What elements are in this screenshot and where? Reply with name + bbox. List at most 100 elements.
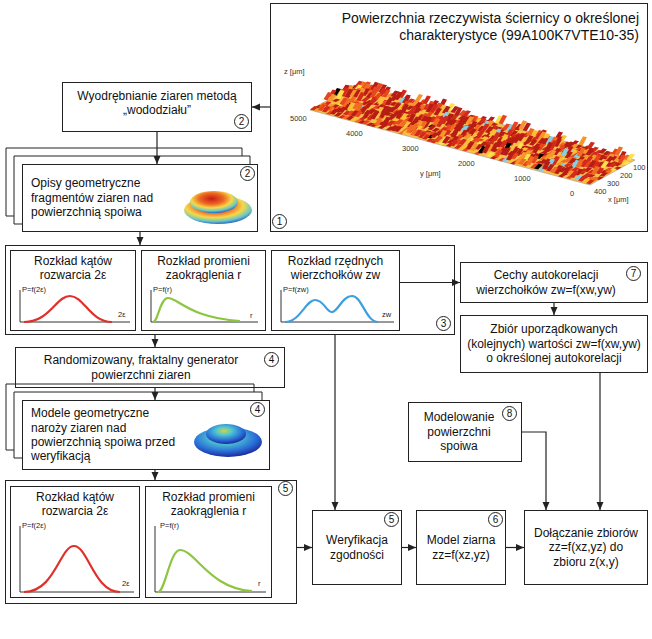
plot-axis-label: 400 bbox=[594, 188, 607, 196]
surface-cell bbox=[347, 102, 356, 110]
arrow-connector bbox=[334, 335, 335, 510]
axis-label: P=f(2ε) bbox=[22, 286, 46, 294]
arrow-connector bbox=[252, 106, 270, 107]
callout-number: 2 bbox=[240, 166, 255, 181]
process-box: Dołączanie zbiorów zz=f(xz,yz) do zbioru… bbox=[524, 510, 648, 585]
arrow-connector bbox=[553, 303, 554, 315]
callout-number: 7 bbox=[626, 266, 641, 281]
box-text: Opisy geometryczne fragmentów ziaren nad… bbox=[31, 176, 165, 219]
process-box: Rozkład kątów rozwarcia 2ε bbox=[10, 486, 140, 598]
surface-cell bbox=[382, 117, 391, 127]
arrow-connector bbox=[154, 388, 155, 400]
axis-label: r bbox=[258, 580, 261, 588]
surface-cell bbox=[382, 89, 391, 97]
callout-number: 4 bbox=[264, 352, 279, 367]
surface-cell bbox=[454, 107, 463, 116]
surface-cell bbox=[506, 152, 515, 160]
surface-cell bbox=[618, 155, 627, 164]
box-text: Weryfikacja zgodności bbox=[319, 533, 395, 562]
axis-label: 2ε bbox=[122, 580, 130, 588]
box-text: Model ziarna zz=f(xz,yz) bbox=[423, 533, 499, 562]
box-text: Rozkład promieni zaokrąglenia r bbox=[148, 254, 259, 283]
surface-cell bbox=[436, 120, 445, 128]
process-box: Opisy geometryczne fragmentów ziaren nad… bbox=[22, 164, 258, 232]
box-text: Wyodrębnianie ziaren metodą „wododziału” bbox=[71, 89, 243, 118]
axis-label: P=f(2ε) bbox=[22, 522, 46, 530]
surface-cell bbox=[627, 154, 636, 161]
callout-number: 1 bbox=[272, 214, 287, 229]
plot-axis-label: 1000 bbox=[514, 175, 531, 183]
surface-cell bbox=[545, 142, 554, 152]
callout-number: 4 bbox=[250, 402, 265, 417]
box-text: Randomizowany, fraktalny generator powie… bbox=[22, 353, 260, 382]
process-box: Cechy autokorelacji wierzchołków zw=f(xw… bbox=[460, 262, 648, 303]
surface-cell bbox=[510, 122, 519, 132]
axis-label: r bbox=[250, 312, 253, 320]
arrow-connector bbox=[522, 432, 546, 510]
surface-cell bbox=[577, 148, 586, 157]
surface-cell bbox=[355, 111, 364, 118]
surface-cell bbox=[394, 126, 403, 132]
callout-number: 8 bbox=[502, 406, 517, 421]
surface-cell bbox=[336, 90, 345, 99]
plot-axis-label: y [μm] bbox=[420, 170, 441, 178]
surface-cell bbox=[591, 166, 600, 175]
axis-label: 2ε bbox=[118, 311, 126, 319]
surface-cell bbox=[562, 167, 571, 175]
surface-cell bbox=[450, 140, 459, 147]
plot-axis-label: 2000 bbox=[458, 160, 475, 168]
box-text: Powierzchnia rzeczywista ściernicy o okr… bbox=[341, 10, 639, 44]
arrow-connector bbox=[139, 232, 140, 245]
surface-cell bbox=[622, 161, 631, 165]
box-text: Cechy autokorelacji wierzchołków zw=f(xw… bbox=[467, 268, 625, 297]
chart-axes bbox=[20, 290, 394, 592]
process-box: Rozkład promieni zaokrąglenia r bbox=[145, 486, 272, 598]
surface-cell bbox=[374, 119, 383, 126]
surface-cell bbox=[379, 109, 388, 118]
callout-number: 2 bbox=[234, 114, 249, 129]
arrow-connector bbox=[400, 282, 460, 283]
callout-number: 6 bbox=[488, 512, 503, 527]
box-text: Rozkład kątów rozwarcia 2ε bbox=[17, 490, 133, 519]
surface-cell bbox=[609, 162, 618, 167]
plot-axis-label: 5000 bbox=[290, 115, 307, 123]
box-text: Rozkład rzędnych wierzchołków zw bbox=[278, 254, 393, 283]
axis-label: P=f(r) bbox=[160, 522, 179, 530]
surface-cell bbox=[579, 136, 588, 146]
surface-cell bbox=[385, 97, 394, 106]
surface-cell bbox=[532, 146, 541, 153]
group-frame: Rozkład kątów rozwarcia 2ε Rozkład promie… bbox=[5, 245, 455, 335]
axis-label: zw bbox=[382, 311, 391, 319]
surface-cell bbox=[482, 144, 491, 153]
surface-cell bbox=[357, 92, 366, 101]
surface-cell bbox=[554, 167, 563, 174]
surface-cell bbox=[422, 134, 431, 140]
surface-cell bbox=[494, 150, 503, 158]
callout-number: 3 bbox=[436, 316, 451, 331]
process-box: Randomizowany, fraktalny generator powie… bbox=[15, 347, 285, 388]
surface-cell bbox=[586, 180, 595, 185]
surface-cell bbox=[600, 172, 609, 177]
surface-plot bbox=[310, 81, 635, 185]
box-text: Rozkład promieni zaokrąglenia r bbox=[152, 490, 265, 519]
plot-axis-label: 300 bbox=[607, 180, 620, 188]
box-text: Zbiór uporządkowanych (kolejnych) wartoś… bbox=[467, 322, 641, 365]
surface-cell bbox=[409, 106, 418, 115]
axis-label: P=f(r) bbox=[153, 286, 172, 294]
surface-cell bbox=[345, 89, 354, 98]
surface-cell bbox=[434, 136, 443, 143]
box-text: Dołączanie zbiorów zz=f(xz,yz) do zbioru… bbox=[531, 526, 641, 569]
plot-axis-label: z [μm] bbox=[284, 68, 305, 76]
arrow-connector bbox=[297, 547, 312, 548]
box-text: Modelowanie powierzchni spoiwa bbox=[415, 410, 503, 453]
arrow-connector bbox=[599, 373, 600, 510]
grain-blob bbox=[184, 191, 262, 457]
callout-number: 5 bbox=[278, 481, 293, 496]
axis-label: P=f(zw) bbox=[283, 286, 309, 294]
box-text: Rozkład kątów rozwarcia 2ε bbox=[17, 254, 129, 283]
surface-cell bbox=[576, 159, 585, 168]
callout-number: 5 bbox=[384, 512, 399, 527]
arrow-connector bbox=[506, 547, 524, 548]
box-text: Modele geometryczne naroży ziaren nad po… bbox=[31, 406, 183, 464]
plot-axis-label: 4000 bbox=[346, 130, 363, 138]
